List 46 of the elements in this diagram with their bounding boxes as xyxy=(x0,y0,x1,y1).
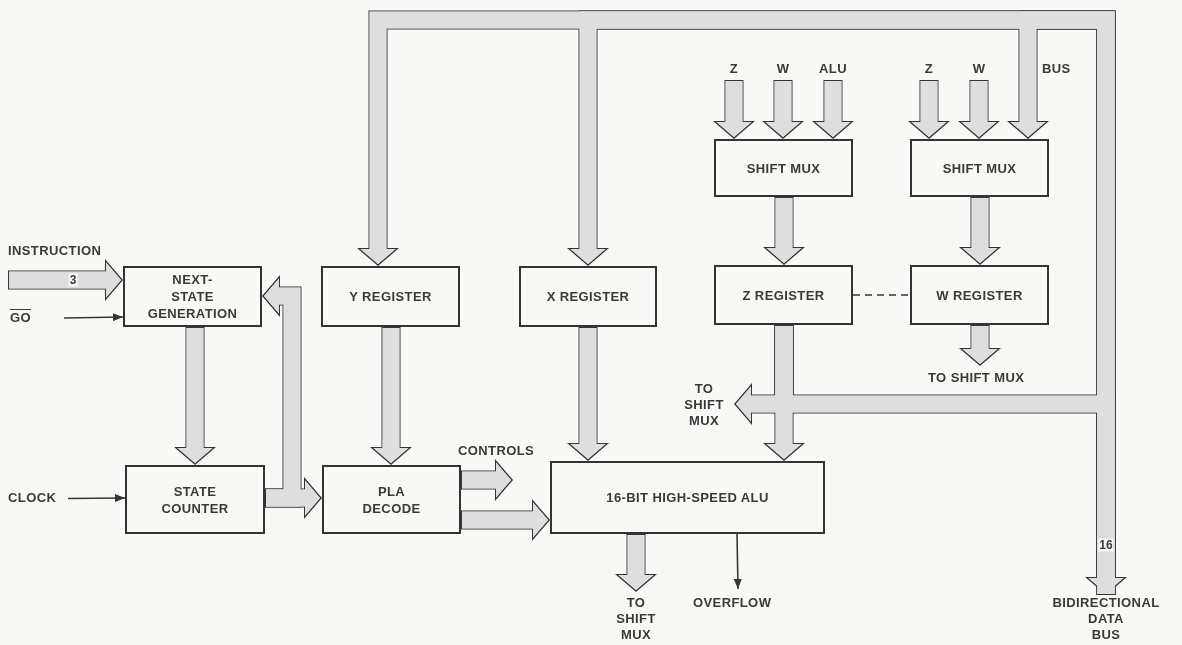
bus-arrow xyxy=(959,325,1001,366)
process-box: 16-BIT HIGH-SPEED ALU xyxy=(550,461,825,534)
signal-label: CONTROLS xyxy=(458,443,550,460)
arrow xyxy=(733,533,742,590)
signal-label: INSTRUCTION xyxy=(8,243,120,263)
signal-label: Z xyxy=(727,61,741,78)
process-box: STATE COUNTER xyxy=(125,465,265,534)
signal-label: CLOCK xyxy=(8,490,64,507)
process-box: X REGISTER xyxy=(519,266,657,327)
bus-arrow xyxy=(762,80,804,139)
process-box: PLA DECODE xyxy=(322,465,461,534)
bus-arrow xyxy=(958,80,1000,139)
bus-arrow xyxy=(265,477,322,519)
signal-label: OVERFLOW xyxy=(693,595,783,612)
edge-label: 3 xyxy=(68,273,78,287)
signal-label: BUS xyxy=(1042,61,1071,77)
bus-arrow xyxy=(8,259,123,301)
bus-arrow xyxy=(812,80,854,139)
arrow xyxy=(63,313,124,322)
bus-arrow xyxy=(461,499,550,541)
bus-arrow xyxy=(1007,10,1116,595)
dashed-line xyxy=(852,294,911,296)
bus-arrow xyxy=(713,80,755,139)
process-box: SHIFT MUX xyxy=(910,139,1049,197)
bus-arrow xyxy=(615,534,657,592)
signal-label: W xyxy=(971,61,987,78)
bus-arrow xyxy=(174,327,216,465)
bus-arrow xyxy=(908,80,950,139)
bus-arrow xyxy=(370,327,412,465)
signal-label: TO SHIFT MUX xyxy=(604,595,668,643)
signal-label: ALU xyxy=(818,61,848,78)
signal-label: Z xyxy=(922,61,936,78)
process-box: SHIFT MUX xyxy=(714,139,853,197)
signal-label: TO SHIFT MUX xyxy=(676,381,732,429)
process-box: Y REGISTER xyxy=(321,266,460,327)
arrow xyxy=(67,494,126,503)
signal-label: W xyxy=(775,61,791,78)
edge-label: 16 xyxy=(1098,538,1114,552)
process-box: NEXT- STATE GENERATION xyxy=(123,266,262,327)
signal-label: BIDIRECTIONAL DATA BUS xyxy=(1046,595,1166,643)
bus-arrow xyxy=(461,459,513,501)
process-box: Z REGISTER xyxy=(714,265,853,325)
signal-label: GO xyxy=(10,310,36,326)
process-box: W REGISTER xyxy=(910,265,1049,325)
signal-label: TO SHIFT MUX xyxy=(928,370,1052,387)
bus-arrow xyxy=(567,327,609,461)
